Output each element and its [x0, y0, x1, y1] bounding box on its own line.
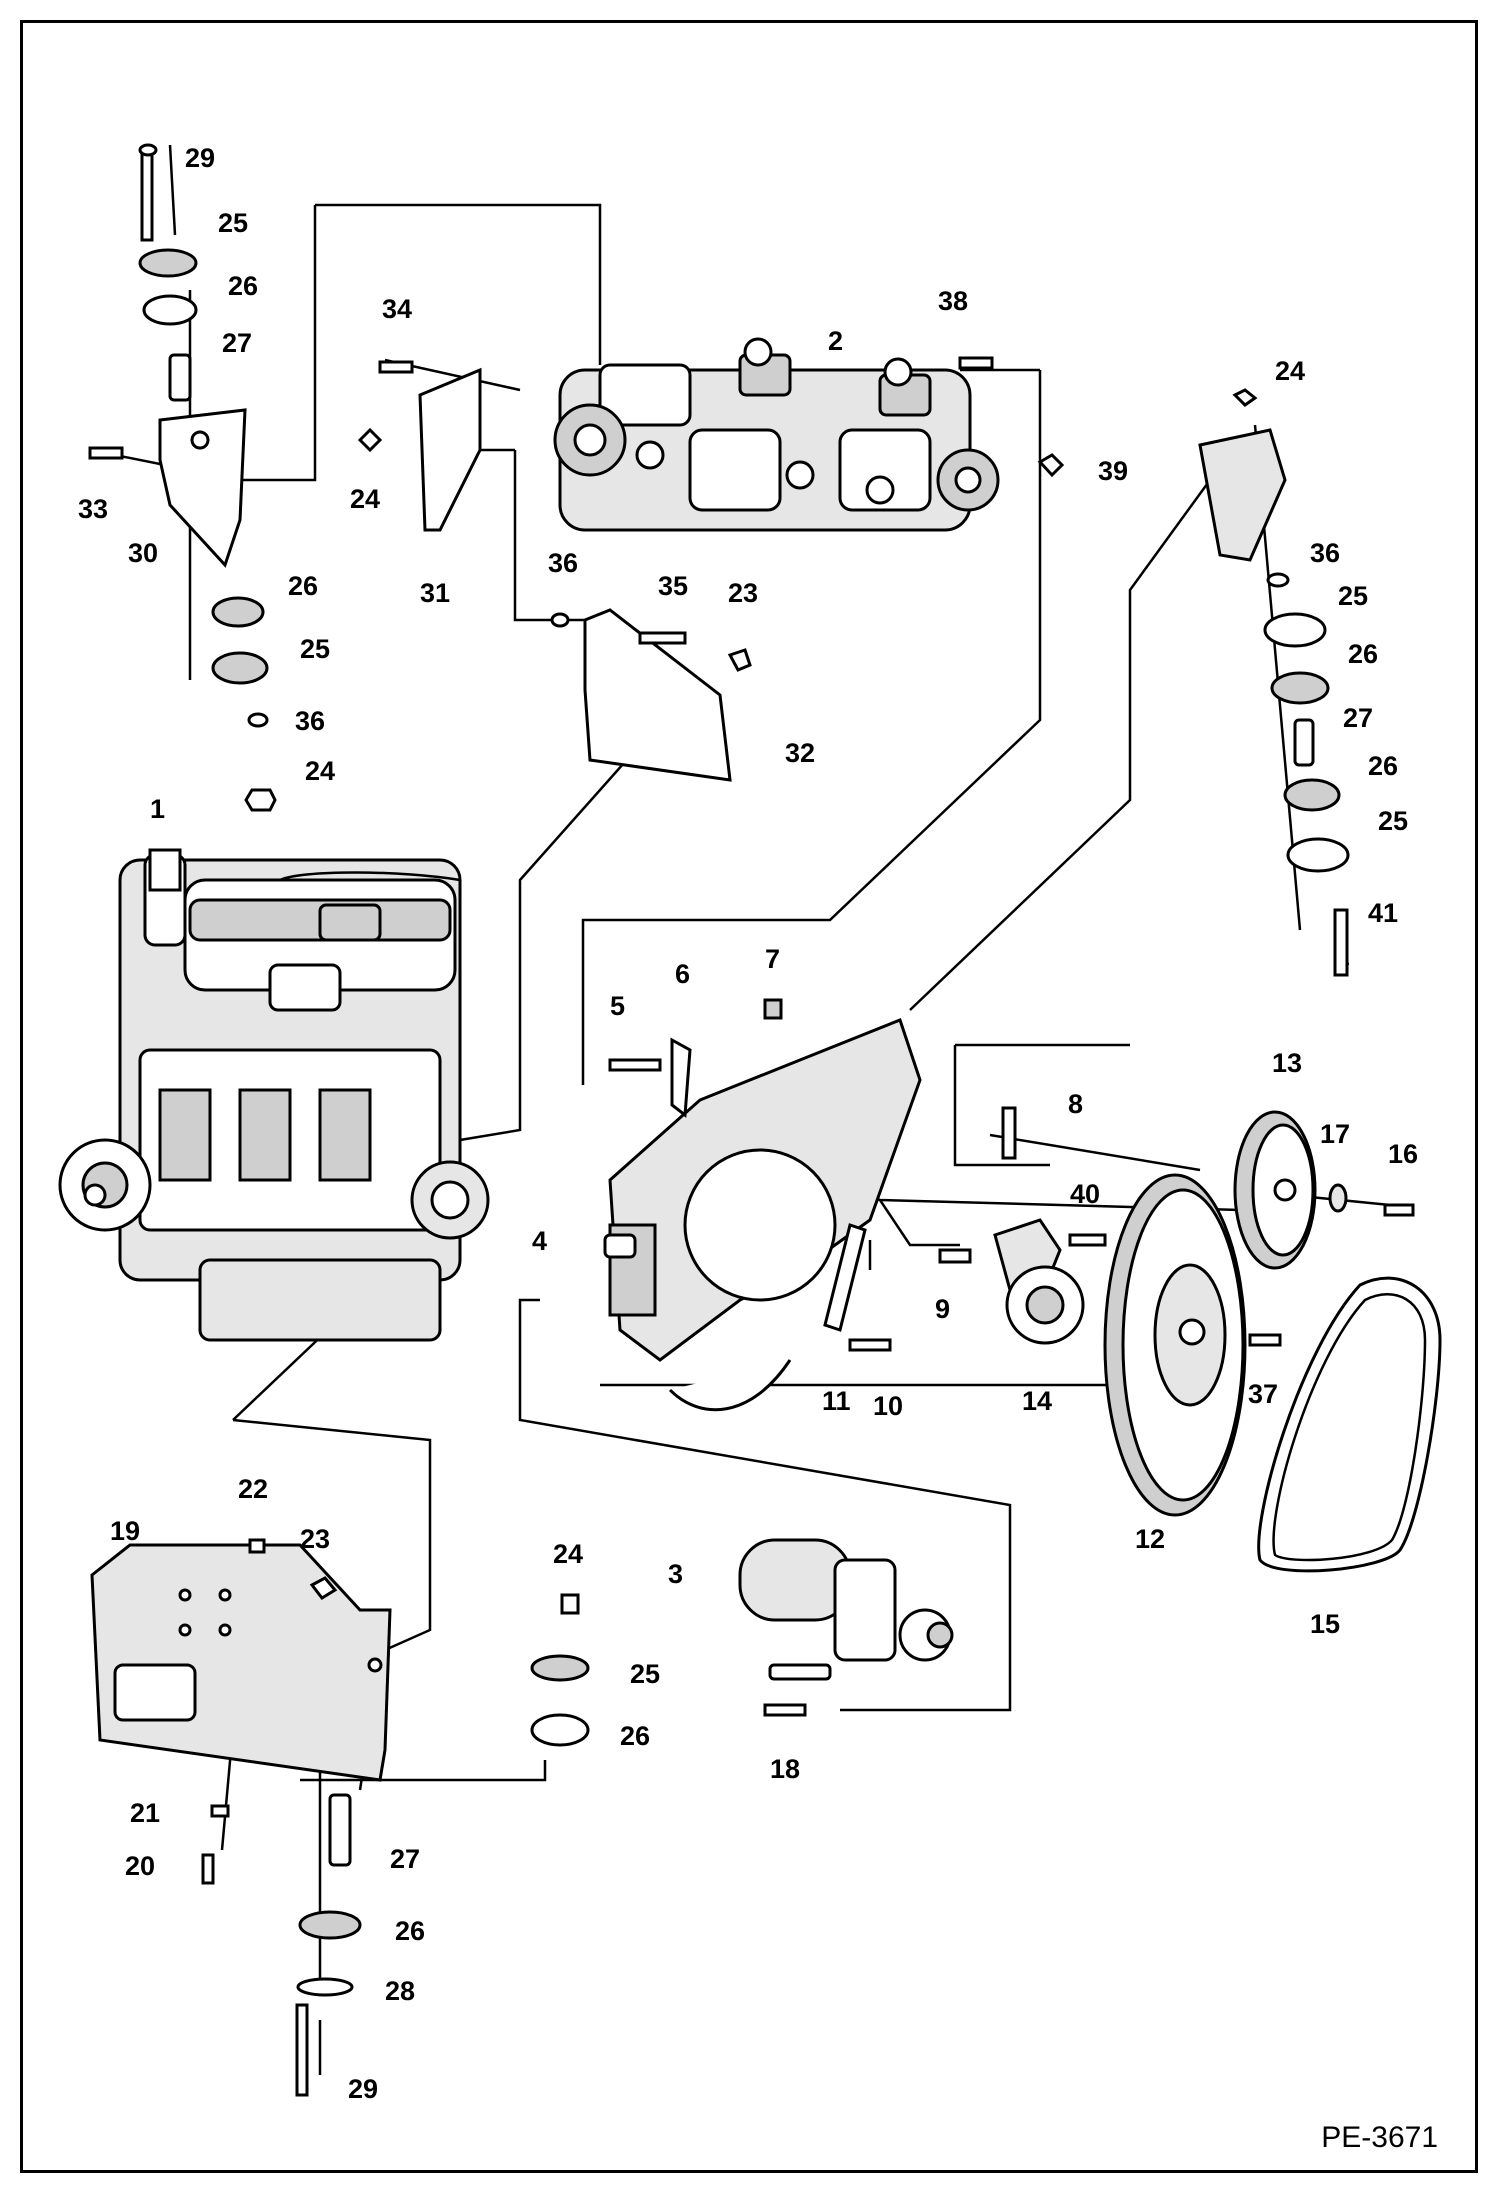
callout-25b: 25	[300, 634, 330, 664]
callout-25a: 25	[218, 208, 248, 238]
right-engine-mount	[1198, 388, 1350, 977]
callout-14: 14	[1022, 1386, 1052, 1416]
callout-4: 4	[532, 1226, 547, 1256]
support-brackets	[357, 356, 1065, 782]
hydrostatic-pump	[553, 337, 1000, 532]
callout-28: 28	[385, 1976, 415, 2006]
callout-37: 37	[1248, 1379, 1278, 1409]
drawing-reference-code: PE-3671	[1321, 2121, 1438, 2154]
callout-19: 19	[110, 1516, 140, 1546]
callout-26b: 26	[288, 571, 318, 601]
crank-pulley	[1233, 1110, 1415, 1270]
callout-36c: 36	[1310, 538, 1340, 568]
callout-9: 9	[935, 1294, 950, 1324]
callout-24a: 24	[305, 756, 335, 786]
callout-32: 32	[785, 738, 815, 768]
callout-25c: 25	[1338, 581, 1368, 611]
callout-36b: 36	[548, 548, 578, 578]
callout-33: 33	[78, 494, 108, 524]
engine-assembly	[58, 848, 490, 1342]
lower-mount-stack	[295, 1593, 590, 2097]
callout-25d: 25	[1378, 806, 1408, 836]
callout-27a: 27	[222, 328, 252, 358]
callout-10: 10	[873, 1391, 903, 1421]
callout-26c: 26	[1348, 639, 1378, 669]
callout-7: 7	[765, 944, 780, 974]
callout-27c: 27	[390, 1844, 420, 1874]
callout-26e: 26	[620, 1721, 650, 1751]
callout-36a: 36	[295, 706, 325, 736]
callout-39: 39	[1098, 456, 1128, 486]
callout-6: 6	[675, 959, 690, 989]
callout-8: 8	[1068, 1089, 1083, 1119]
callout-24c: 24	[1275, 356, 1305, 386]
callout-3: 3	[668, 1559, 683, 1589]
callout-24d: 24	[553, 1539, 583, 1569]
callout-labels: 29 25 26 27 33 30 26 25 36 24 34 24 31 3…	[78, 143, 1418, 2104]
callout-30: 30	[128, 538, 158, 568]
callout-24b: 24	[350, 484, 380, 514]
callout-22: 22	[238, 1474, 268, 1504]
callout-29a: 29	[185, 143, 215, 173]
callout-5: 5	[610, 991, 625, 1021]
callout-40: 40	[1070, 1179, 1100, 1209]
callout-23a: 23	[728, 578, 758, 608]
callout-18: 18	[770, 1754, 800, 1784]
fan-belt	[1257, 1276, 1442, 1573]
flywheel	[1103, 1173, 1282, 1517]
callout-29b: 29	[348, 2074, 378, 2104]
callout-13: 13	[1272, 1048, 1302, 1078]
callout-1: 1	[150, 794, 165, 824]
left-engine-mount	[88, 143, 277, 812]
callout-26f: 26	[395, 1916, 425, 1946]
callout-35: 35	[658, 571, 688, 601]
callout-25e: 25	[630, 1659, 660, 1689]
callout-15: 15	[1310, 1609, 1340, 1639]
callout-41: 41	[1368, 898, 1398, 928]
lower-guard-plate	[90, 1538, 392, 1885]
starter-motor	[738, 1538, 954, 1717]
callout-27b: 27	[1343, 703, 1373, 733]
callout-17: 17	[1320, 1119, 1350, 1149]
callout-2: 2	[828, 326, 843, 356]
flywheel-housing	[603, 998, 1017, 1412]
diagram-border	[20, 20, 1478, 2173]
callout-20: 20	[125, 1851, 155, 1881]
callout-12: 12	[1135, 1524, 1165, 1554]
callout-21: 21	[130, 1798, 160, 1828]
callout-26a: 26	[228, 271, 258, 301]
callout-11: 11	[822, 1386, 851, 1416]
callout-16: 16	[1388, 1139, 1418, 1169]
callout-38: 38	[938, 286, 968, 316]
water-pump	[993, 1218, 1107, 1345]
callout-34: 34	[382, 294, 412, 324]
callout-23b: 23	[300, 1524, 330, 1554]
callout-31: 31	[420, 578, 450, 608]
callout-26d: 26	[1368, 751, 1398, 781]
